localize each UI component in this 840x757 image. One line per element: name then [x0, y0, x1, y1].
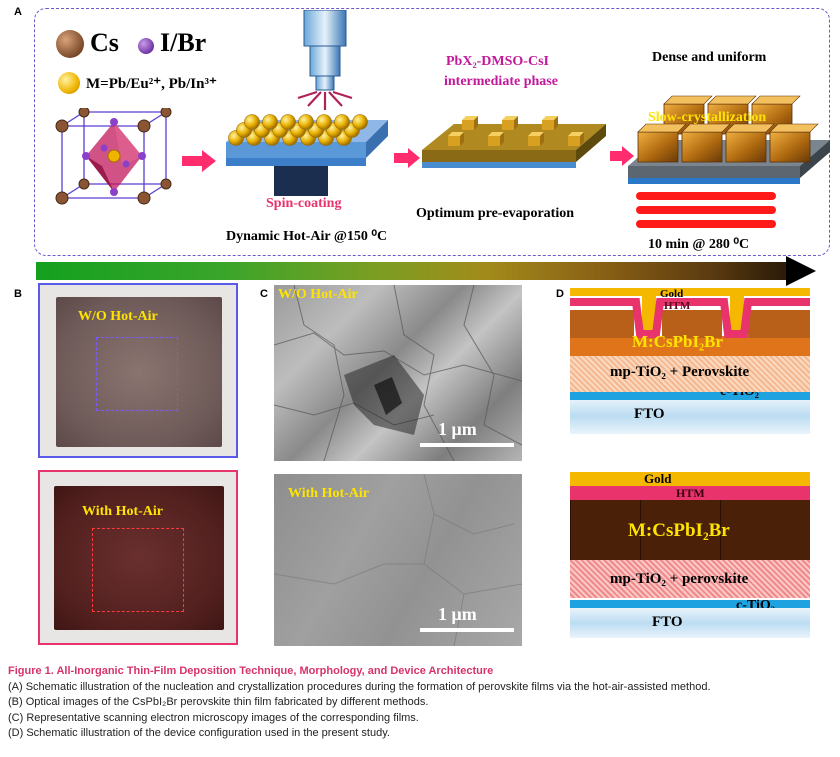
d-bottom-perovskite-label: M:CsPbI₂Br — [628, 520, 730, 541]
heat-stripe-2 — [636, 206, 776, 214]
d-bottom-htm-label: HTM — [676, 486, 705, 500]
panel-a-frame — [34, 8, 830, 256]
caption-d: (D) Schematic illustration of the device… — [8, 727, 390, 739]
figure-caption: Figure 1. All-Inorganic Thin-Film Deposi… — [8, 664, 834, 742]
d-bottom-fto-layer — [570, 608, 810, 638]
optical-image-with-hot-air: With Hot-Air — [38, 470, 238, 645]
d-top-mp-layer — [570, 354, 810, 392]
precursor-particle — [262, 114, 278, 130]
optimum-label: Optimum pre-evaporation — [416, 206, 575, 221]
d-top-fto-label: FTO — [634, 406, 665, 422]
perovskite-grain — [637, 123, 687, 163]
intermediate-crystal — [502, 116, 518, 130]
d-top-gold-label: Gold — [660, 288, 684, 300]
panel-label-c: C — [260, 288, 268, 300]
slow-crystallization-label: Slow-crystallization — [648, 110, 767, 125]
c-bottom-label: With Hot-Air — [288, 486, 370, 501]
d-bottom-perovskite-layer — [570, 500, 810, 560]
c-top-label: W/O Hot-Air — [278, 287, 358, 302]
d-top-fto-layer — [570, 398, 810, 434]
intermediate-phase-substrate — [422, 116, 606, 168]
arrow-right-1 — [182, 150, 216, 172]
precursor-particle — [280, 114, 296, 130]
heat-stripe-3 — [636, 220, 776, 228]
panel-label-d: D — [556, 288, 564, 300]
legend-m-label: M=Pb/Eu²⁺, Pb/In³⁺ — [86, 76, 217, 92]
c-bottom-scale-bar — [420, 628, 514, 632]
sem-image-with-hot-air: With Hot-Air 1 μm — [274, 474, 522, 646]
perovskite-grain — [769, 123, 819, 163]
b-bottom-label: With Hot-Air — [82, 504, 164, 519]
panel-label-b: B — [14, 288, 22, 300]
intermediate-label-2: intermediate phase — [444, 74, 558, 89]
dynamic-hot-air-label: Dynamic Hot-Air @150 ⁰C — [226, 229, 388, 244]
d-bottom-ctio-layer — [570, 600, 810, 608]
arrow-right-3 — [610, 146, 634, 166]
legend-cs-ball — [56, 30, 84, 58]
spin-coating-substrate — [226, 114, 388, 196]
device-stack-top: FTO c-TiO₂ mp-TiO₂ + Perovskite Gold HTM… — [570, 288, 810, 436]
precursor-particle — [352, 114, 368, 130]
d-bottom-mp-layer — [570, 560, 810, 598]
spin-coating-label: Spin-coating — [266, 196, 342, 211]
d-bottom-htm-layer — [570, 486, 810, 500]
process-timeline-bar — [36, 262, 788, 280]
b-top-label: W/O Hot-Air — [78, 309, 158, 324]
d-bottom-gold-label: Gold — [644, 471, 672, 486]
arrow-right-2 — [394, 148, 420, 168]
c-top-scale-text: 1 μm — [438, 419, 477, 439]
dense-label: Dense and uniform — [652, 50, 767, 65]
caption-b: (B) Optical images of the CsPbI₂Br perov… — [8, 696, 429, 708]
process-timeline-arrowhead — [786, 256, 816, 286]
panel-label-a: A — [14, 6, 22, 18]
intermediate-crystal — [568, 132, 584, 146]
anneal-label: 10 min @ 280 ⁰C — [648, 237, 750, 252]
perovskite-crystal-structure — [55, 108, 172, 205]
d-top-ctio-layer — [570, 392, 810, 400]
sem-image-without-hot-air: W/O Hot-Air 1 μm — [274, 285, 522, 461]
dense-film-substrate — [628, 95, 830, 184]
intermediate-crystal — [528, 132, 544, 146]
optical-image-without-hot-air: W/O Hot-Air — [38, 283, 238, 458]
d-top-perovskite-label: M:CsPbI₂Br — [632, 332, 724, 351]
d-bottom-mp-label: mp-TiO₂ + perovskite — [610, 571, 749, 587]
heat-stripe-1 — [636, 192, 776, 200]
precursor-particle — [334, 114, 350, 130]
d-top-htm-label: HTM — [664, 300, 691, 312]
c-top-scale-bar — [420, 443, 514, 447]
precursor-particle — [244, 114, 260, 130]
precursor-particle — [298, 114, 314, 130]
intermediate-crystal — [488, 132, 504, 146]
d-bottom-gold-layer — [570, 472, 810, 486]
intermediate-crystal — [448, 132, 464, 146]
intermediate-crystal — [542, 116, 558, 130]
d-top-mp-label: mp-TiO₂ + Perovskite — [610, 364, 750, 380]
hot-air-nozzle — [297, 10, 353, 110]
precursor-particle — [316, 114, 332, 130]
perovskite-grain — [681, 123, 731, 163]
caption-title: Figure 1. All-Inorganic Thin-Film Deposi… — [8, 665, 494, 677]
device-stack-bottom: Gold HTM M:CsPbI₂Br mp-TiO₂ + perovskite… — [570, 470, 810, 640]
intermediate-crystal — [462, 116, 478, 130]
intermediate-label-1: PbX₂-DMSO-CsI — [446, 54, 549, 69]
legend-ibr-label: I/Br — [160, 28, 207, 57]
caption-c: (C) Representative scanning electron mic… — [8, 711, 419, 724]
d-bottom-fto-label: FTO — [652, 614, 683, 630]
d-top-perovskite-layer — [570, 336, 810, 356]
legend-ibr-ball — [138, 38, 154, 54]
caption-a: (A) Schematic illustration of the nuclea… — [8, 680, 711, 693]
legend-m-ball — [58, 72, 80, 94]
legend-cs-label: Cs — [90, 28, 119, 57]
perovskite-grain — [725, 123, 775, 163]
c-bottom-scale-text: 1 μm — [438, 604, 477, 624]
